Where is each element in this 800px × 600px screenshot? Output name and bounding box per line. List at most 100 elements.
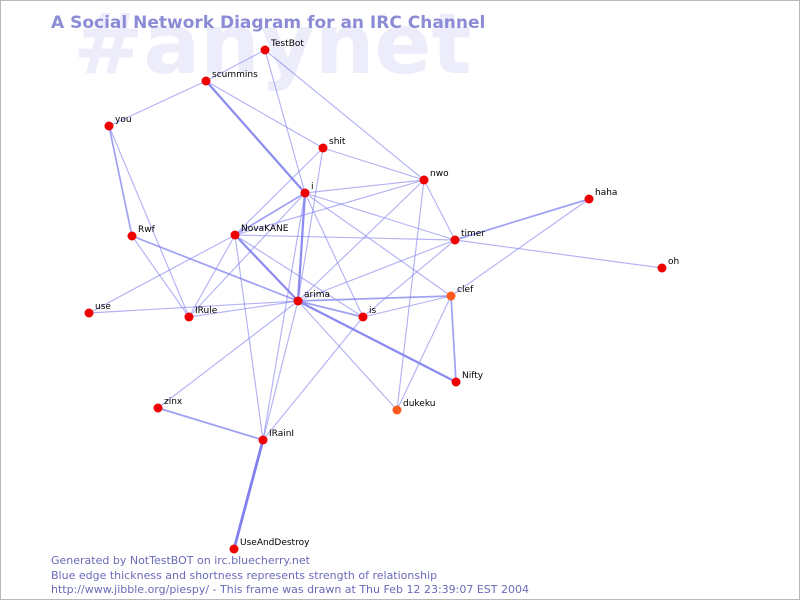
diagram-title: A Social Network Diagram for an IRC Chan… bbox=[51, 13, 486, 33]
edge-arima-zinx bbox=[157, 300, 299, 409]
node-scummins: scummins bbox=[201, 70, 258, 86]
edge-clef-Nifty bbox=[450, 295, 457, 383]
node-dot bbox=[451, 377, 461, 387]
edge-Rwf-arima bbox=[131, 235, 299, 302]
edge-use-arima bbox=[88, 300, 299, 314]
node-nwo: nwo bbox=[419, 169, 449, 185]
node-dot bbox=[300, 188, 310, 198]
node-label: Nifty bbox=[462, 371, 484, 381]
edge-is-IRainI bbox=[262, 316, 364, 441]
node-UseAndDestroy: UseAndDestroy bbox=[229, 538, 310, 554]
node-shit: shit bbox=[318, 137, 346, 153]
node-label: IRule bbox=[195, 306, 218, 316]
edge-IRainI-UseAndDestroy bbox=[232, 439, 265, 550]
node-timer: timer bbox=[450, 229, 485, 245]
edge-TestBot-nwo bbox=[264, 49, 425, 181]
node-dot bbox=[258, 435, 268, 445]
edge-shit-arima bbox=[297, 147, 324, 302]
node-dot bbox=[657, 263, 667, 273]
node-dot bbox=[419, 175, 429, 185]
node-dot bbox=[104, 121, 114, 131]
edge-i-is bbox=[304, 192, 364, 318]
node-dot bbox=[127, 231, 137, 241]
edge-NovaKANE-is bbox=[234, 234, 364, 318]
node-is: is bbox=[358, 306, 377, 322]
edge-clef-is bbox=[362, 295, 452, 318]
node-clef: clef bbox=[446, 285, 474, 301]
node-dot bbox=[153, 403, 163, 413]
edge-timer-arima bbox=[297, 239, 456, 302]
edge-i-nwo bbox=[304, 179, 425, 194]
node-arima: arima bbox=[293, 290, 330, 306]
edge-nwo-dukeku bbox=[396, 179, 425, 411]
edge-shit-nwo bbox=[322, 147, 425, 181]
edge-TestBot-i bbox=[264, 49, 306, 194]
edge-arima-dukeku bbox=[297, 300, 398, 411]
node-label: use bbox=[95, 302, 111, 312]
node-dukeku: dukeku bbox=[392, 399, 435, 415]
node-label: arima bbox=[304, 290, 330, 300]
edge-IRule-arima bbox=[188, 300, 299, 318]
edge-Rwf-IRule bbox=[131, 235, 190, 318]
node-label: dukeku bbox=[403, 399, 435, 409]
edge-i-IRainI bbox=[262, 192, 306, 441]
node-label: zinx bbox=[164, 397, 183, 407]
edge-arima-IRainI bbox=[262, 300, 299, 441]
node-dot bbox=[201, 76, 211, 86]
node-i: i bbox=[300, 182, 314, 198]
node-Nifty: Nifty bbox=[451, 371, 484, 387]
edge-NovaKANE-arima bbox=[234, 234, 299, 302]
node-oh: oh bbox=[657, 257, 679, 273]
edge-timer-is bbox=[362, 239, 456, 318]
edge-i-clef bbox=[304, 192, 452, 297]
node-zinx: zinx bbox=[153, 397, 183, 413]
edge-nwo-arima bbox=[297, 179, 425, 302]
node-label: Rwf bbox=[138, 225, 156, 235]
node-dot bbox=[446, 291, 456, 301]
node-label: timer bbox=[461, 229, 485, 239]
node-IRainI: IRainI bbox=[258, 429, 294, 445]
footer-legend: Blue edge thickness and shortness repres… bbox=[51, 568, 438, 582]
edge-shit-NovaKANE bbox=[234, 147, 324, 236]
node-dot bbox=[293, 296, 303, 306]
footer-generated-by: Generated by NotTestBOT on irc.bluecherr… bbox=[51, 554, 310, 567]
node-you: you bbox=[104, 115, 132, 131]
edge-you-IRule bbox=[108, 125, 190, 318]
edge-NovaKANE-IRule bbox=[188, 234, 236, 318]
node-dot bbox=[358, 312, 368, 322]
edge-nwo-timer bbox=[423, 179, 456, 241]
edge-timer-oh bbox=[454, 239, 663, 269]
node-label: UseAndDestroy bbox=[240, 538, 310, 548]
node-dot bbox=[229, 544, 239, 554]
node-TestBot: TestBot bbox=[260, 39, 304, 55]
edge-NovaKANE-IRainI bbox=[234, 234, 264, 441]
node-dot bbox=[184, 312, 194, 322]
node-label: shit bbox=[329, 137, 346, 147]
edge-i-timer bbox=[304, 192, 456, 241]
edge-arima-Nifty bbox=[297, 299, 457, 384]
node-label: haha bbox=[595, 188, 617, 198]
edge-arima-clef bbox=[297, 295, 452, 302]
node-label: you bbox=[115, 115, 132, 125]
edge-haha-timer bbox=[454, 198, 590, 241]
edge-scummins-i bbox=[205, 80, 306, 194]
node-use: use bbox=[84, 302, 111, 318]
edge-you-Rwf bbox=[108, 125, 133, 237]
node-dot bbox=[84, 308, 94, 318]
node-haha: haha bbox=[584, 188, 617, 204]
edge-arima-is bbox=[297, 300, 364, 318]
node-NovaKANE: NovaKANE bbox=[230, 224, 289, 240]
node-label: oh bbox=[668, 257, 679, 267]
footer-timestamp: http://www.jibble.org/piespy/ - This fra… bbox=[51, 583, 530, 596]
node-label: is bbox=[369, 306, 377, 316]
edge-TestBot-scummins bbox=[205, 49, 266, 82]
edge-i-NovaKANE bbox=[234, 192, 306, 236]
node-dot bbox=[392, 405, 402, 415]
edge-haha-clef bbox=[450, 198, 590, 297]
edge-clef-dukeku bbox=[396, 295, 452, 411]
edge-NovaKANE-use bbox=[88, 234, 236, 314]
node-IRule: IRule bbox=[184, 306, 218, 322]
